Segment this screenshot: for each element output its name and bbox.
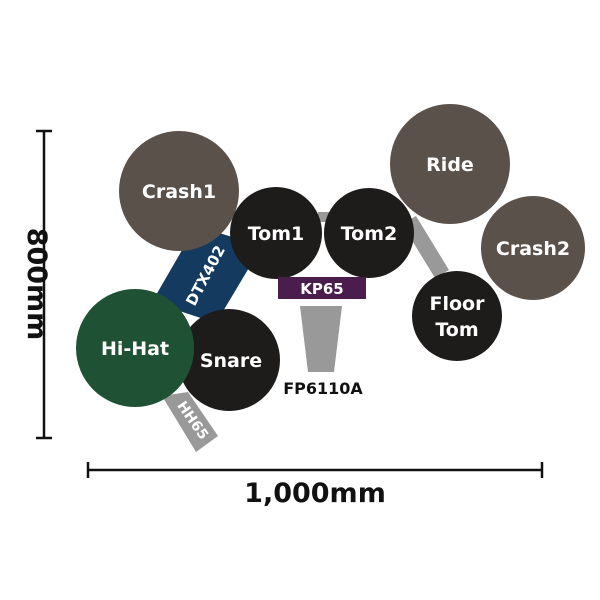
floor-tom-drum xyxy=(412,271,502,361)
crash2-label: Crash2 xyxy=(496,238,570,260)
crash2-cymbal xyxy=(481,196,585,300)
kick-pad: KP65 xyxy=(278,277,366,299)
hihat-label: Hi-Hat xyxy=(101,338,169,360)
floor-tom-label-line1: Floor xyxy=(430,293,486,315)
hihat-cymbal xyxy=(76,289,194,407)
ride-cymbal xyxy=(390,104,510,224)
tom1-pad: Tom1 xyxy=(230,187,322,279)
kick-pad-label: KP65 xyxy=(300,280,344,298)
tom2-pad: Tom2 xyxy=(324,188,414,278)
crash2-pad: Crash2 xyxy=(481,196,585,300)
hihat-controller-shape xyxy=(162,392,218,452)
kick-pedal-label: FP6110A xyxy=(283,379,363,398)
snare-drum xyxy=(178,309,280,411)
snare-pad: Snare xyxy=(178,309,280,411)
tom1-label: Tom1 xyxy=(248,223,305,245)
hihat-pad: Hi-Hat xyxy=(76,289,194,407)
crash1-cymbal xyxy=(119,131,239,251)
crash1-label: Crash1 xyxy=(142,181,216,203)
floor-tom-label-line2: Tom xyxy=(435,319,478,341)
kick-pedal-shape xyxy=(300,306,342,372)
ride-pad: Ride xyxy=(390,104,510,224)
tom2-label: Tom2 xyxy=(341,223,398,245)
crash1-pad: Crash1 xyxy=(119,131,239,251)
depth-dimension-label: 800mm xyxy=(21,228,52,341)
kick-pad-shape xyxy=(278,277,366,299)
snare-label: Snare xyxy=(200,350,262,372)
ride-label: Ride xyxy=(426,154,474,176)
width-dimension: 1,000mm xyxy=(86,462,544,509)
floor-tom-pad: Floor Tom xyxy=(412,271,502,361)
tom1-drum xyxy=(230,187,322,279)
hardware: HH65 FP6110A xyxy=(162,212,449,452)
tom2-drum xyxy=(324,188,414,278)
width-dimension-label: 1,000mm xyxy=(244,478,386,509)
depth-dimension: 800mm xyxy=(21,129,52,440)
